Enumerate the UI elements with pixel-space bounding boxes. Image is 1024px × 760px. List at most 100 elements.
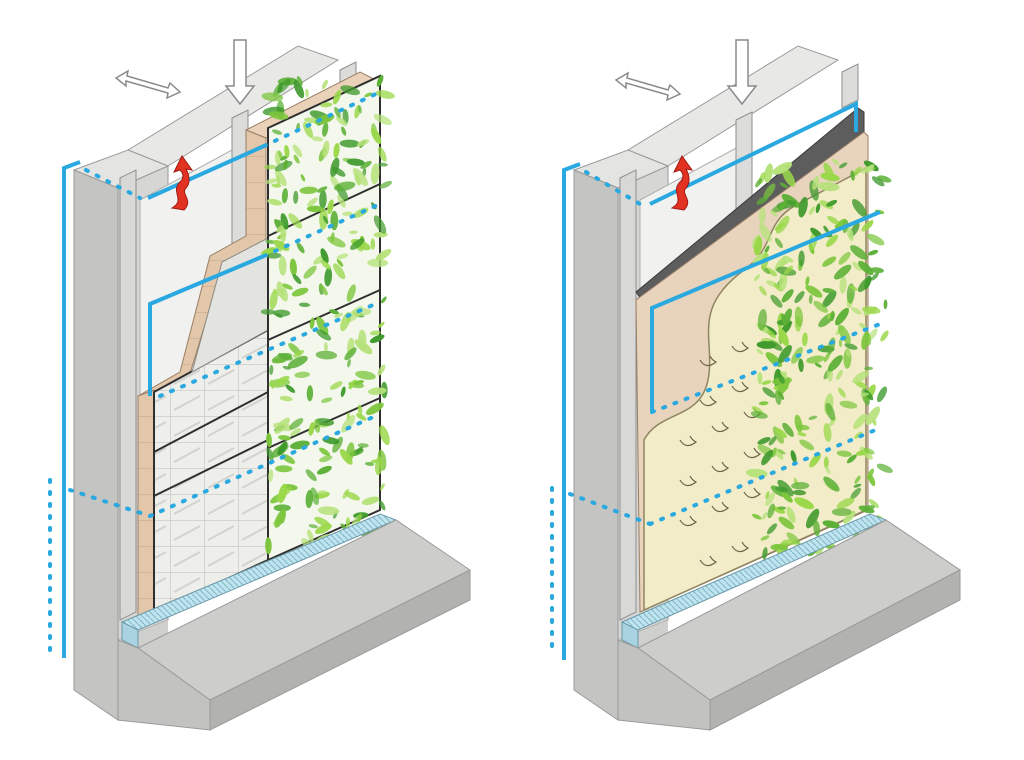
leaf [299, 186, 318, 195]
leaf [854, 475, 861, 484]
leaf [309, 317, 315, 329]
leaf [282, 283, 293, 290]
leaf [305, 469, 317, 482]
leaf [854, 431, 863, 439]
leaf [827, 355, 843, 372]
leaf [812, 175, 820, 190]
leaf [777, 506, 787, 510]
leaf [863, 505, 876, 510]
leaf [284, 145, 290, 158]
felt-pocket [699, 355, 718, 367]
leaf [764, 163, 773, 183]
felt-pocket [679, 515, 698, 527]
leaf [308, 524, 318, 529]
leaf [831, 508, 852, 516]
leaf [291, 287, 309, 297]
leaf [827, 215, 840, 225]
leaf [320, 248, 329, 264]
leaf [358, 105, 362, 114]
leaf [778, 345, 792, 364]
leaf [765, 491, 770, 500]
leaf [808, 206, 816, 215]
leaf [798, 250, 805, 267]
leaf [307, 529, 314, 543]
felt-pocket [711, 461, 730, 473]
leaf [336, 259, 344, 267]
leaf [830, 310, 835, 322]
leaf [355, 446, 364, 454]
leaf [838, 162, 848, 169]
leaf [273, 239, 290, 251]
leaf [331, 166, 346, 177]
leaf [279, 395, 293, 402]
leaf [273, 309, 291, 317]
leaf [877, 386, 887, 403]
leaf [369, 334, 385, 344]
leaf [823, 352, 831, 363]
felt-pocket [679, 435, 698, 447]
leaf [849, 285, 858, 291]
leaf [802, 332, 808, 347]
leaf [794, 291, 805, 304]
leaf [864, 389, 874, 401]
leaf [366, 402, 384, 416]
leaf [268, 469, 274, 482]
leaf [858, 260, 874, 276]
leaf [775, 486, 789, 493]
leaf [260, 308, 276, 315]
leaf [317, 506, 340, 516]
leaf [296, 242, 305, 254]
leaf [355, 370, 376, 380]
leaf [759, 223, 772, 242]
leaf [765, 492, 776, 506]
leaf [805, 285, 823, 298]
leaf [835, 307, 849, 326]
leaf [278, 483, 288, 504]
leaf [778, 328, 789, 347]
leaf [293, 79, 305, 99]
leaf [772, 426, 785, 444]
leaf [320, 260, 332, 270]
leaf [377, 321, 385, 328]
blue-section-outline [48, 90, 382, 658]
leaf [330, 381, 343, 390]
leaf [808, 294, 813, 305]
leaf [373, 215, 387, 234]
leaf [300, 174, 306, 182]
leaf [851, 307, 862, 315]
leaf [277, 441, 288, 456]
leaf [289, 258, 297, 277]
leaf [321, 397, 333, 403]
leaf [794, 306, 804, 327]
leaf [315, 350, 338, 360]
leaf [374, 456, 383, 476]
leaf [762, 512, 768, 520]
leaf [333, 181, 356, 192]
leaf [867, 233, 885, 246]
leaf [823, 162, 835, 180]
leaf [869, 267, 884, 274]
leaf [319, 190, 327, 210]
leaf [852, 261, 862, 272]
leaf [305, 88, 309, 98]
felt-pocket-layer [643, 166, 867, 612]
leaf [315, 418, 335, 426]
leaf [356, 139, 370, 147]
felt-pocket [731, 541, 750, 553]
leaf [867, 219, 874, 229]
leaf [753, 236, 763, 256]
leaf [850, 170, 855, 181]
leaf [278, 256, 287, 276]
leaf [778, 201, 787, 211]
leaf [327, 199, 334, 215]
leaf [790, 450, 797, 463]
leaf [373, 114, 392, 125]
leaf [781, 289, 794, 303]
leaf [822, 256, 837, 267]
support-frame [619, 63, 859, 621]
leaf [772, 506, 786, 514]
leaf [292, 274, 302, 285]
leaf [775, 428, 787, 438]
leaf [846, 346, 851, 358]
leaf [266, 252, 282, 259]
